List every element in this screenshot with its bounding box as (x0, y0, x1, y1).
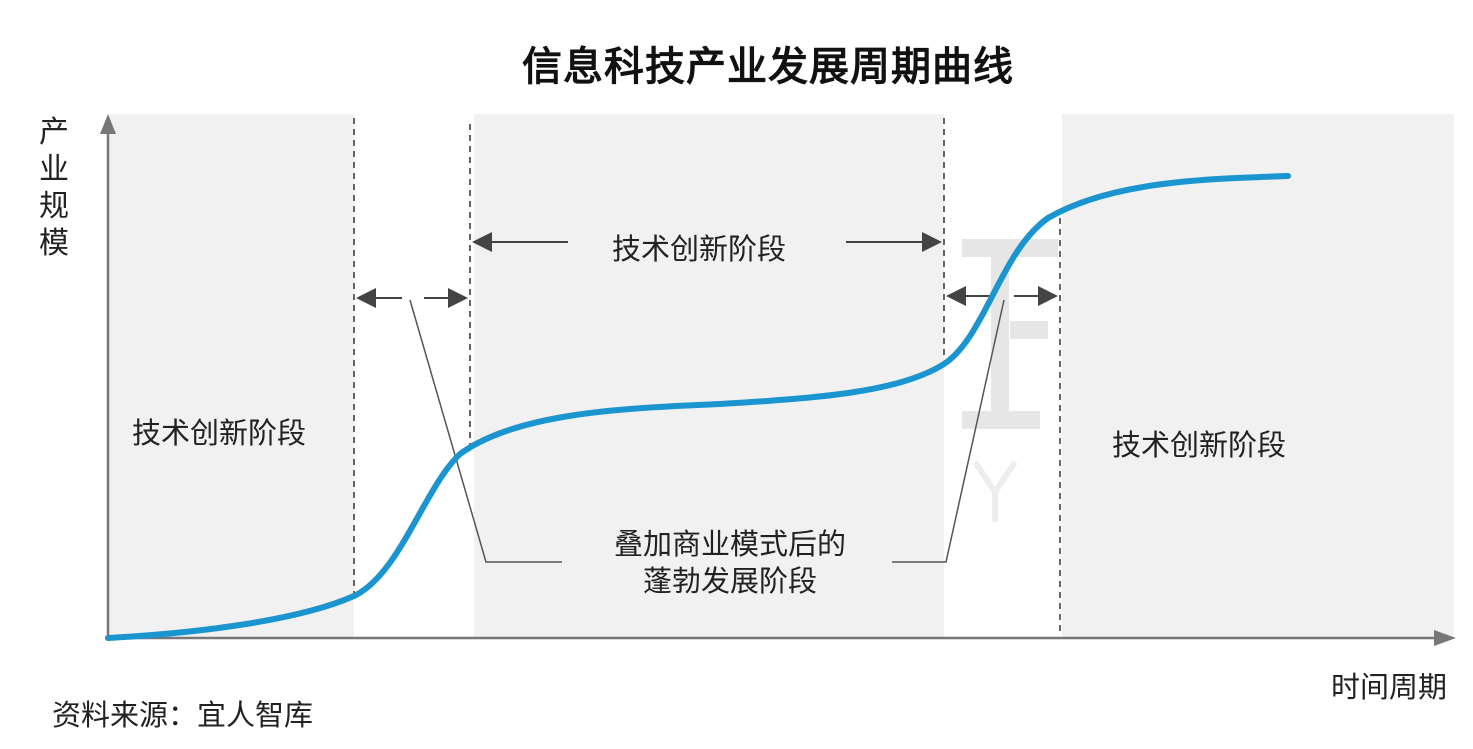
x-axis-arrow (1434, 630, 1456, 646)
phase-band-right (1062, 114, 1454, 637)
y-axis-label: 产业规模 (39, 115, 69, 261)
transition-label-line-1: 叠加商业模式后的 (613, 527, 846, 561)
phase-label-right: 技术创新阶段 (1112, 428, 1287, 462)
phase-band-left (108, 114, 354, 637)
leader-line-left (409, 299, 562, 563)
watermark-y (972, 460, 1018, 522)
industry-growth-curve (105, 173, 1291, 641)
leader-line-right (892, 299, 1005, 563)
transition-label: 叠加商业模式后的 蓬勃发展阶段 (600, 526, 860, 600)
transition-label-line-2: 蓬勃发展阶段 (642, 564, 817, 598)
phase-label-left: 技术创新阶段 (132, 416, 307, 450)
phase-band-middle (474, 114, 944, 637)
chart-title: 信息科技产业发展周期曲线 (522, 44, 1014, 90)
x-axis-label: 时间周期 (1330, 670, 1447, 704)
y-axis-arrow (100, 114, 116, 134)
phase-label-middle: 技术创新阶段 (612, 232, 787, 266)
source-note: 资料来源：宜人智库 (52, 698, 314, 732)
watermark-logo (962, 239, 1058, 429)
